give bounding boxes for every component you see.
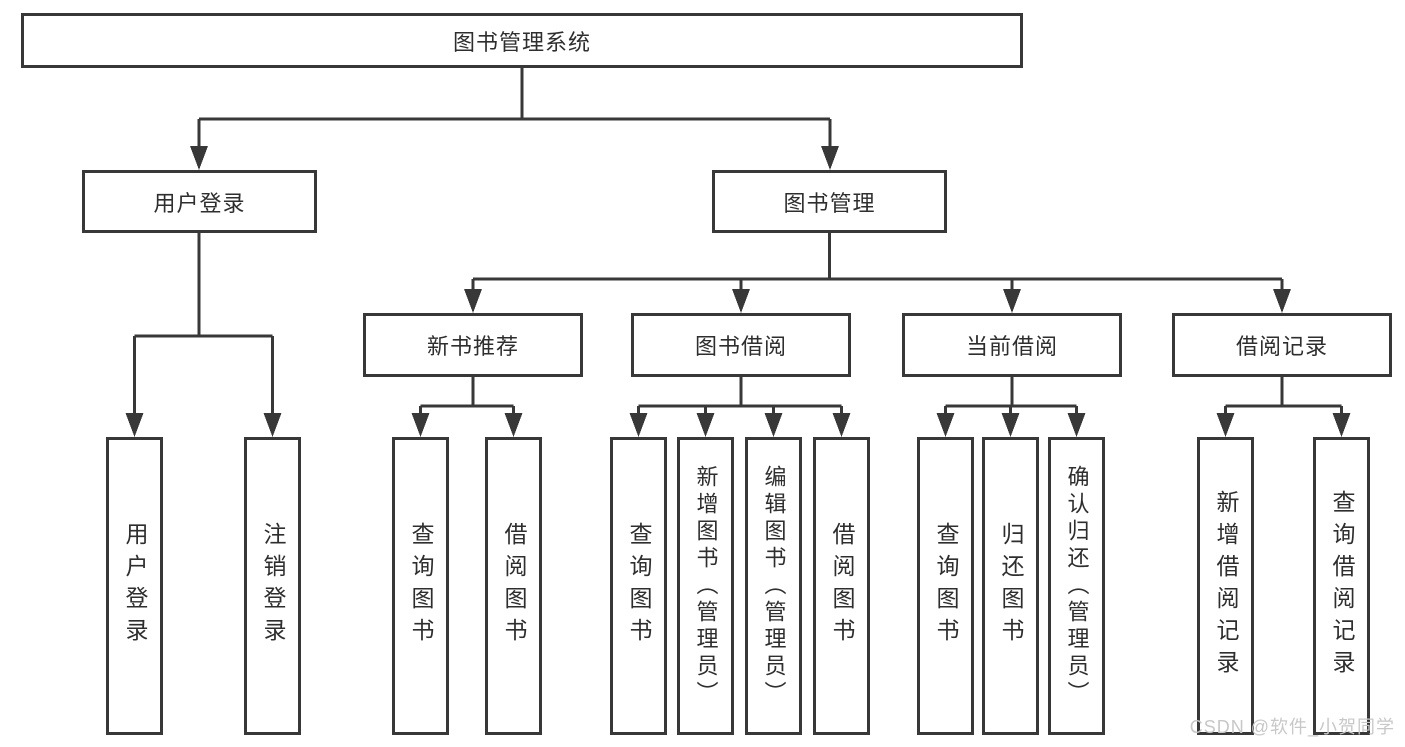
node-label: 图书借阅: [694, 334, 787, 359]
leaf-label: 查询图书: [626, 522, 652, 650]
node-label: 借阅记录: [1235, 334, 1328, 359]
arrow-down-icon: [1273, 289, 1291, 313]
arrow-down-icon: [1216, 413, 1235, 437]
leaf-add-books-admin: 新增图书（管理员）: [677, 437, 734, 735]
arrow-down-icon: [1332, 413, 1351, 437]
arrow-down-icon: [1067, 413, 1086, 437]
arrow-down-icon: [125, 413, 144, 437]
leaf-confirm-return-admin: 确认归还（管理员）: [1048, 437, 1105, 735]
node-new-book-recommend: 新书推荐: [363, 313, 583, 377]
leaf-query-borrow-record: 查询借阅记录: [1313, 437, 1370, 735]
node-label: 新书推荐: [426, 334, 519, 359]
node-current-borrow: 当前借阅: [902, 313, 1122, 377]
leaf-label: 新增图书（管理员）: [693, 464, 719, 708]
leaf-borrow-books: 借阅图书: [485, 437, 542, 735]
node-user-login: 用户登录: [82, 170, 317, 233]
leaf-query-books: 查询图书: [392, 437, 449, 735]
node-book-management: 图书管理: [712, 170, 947, 233]
arrow-down-icon: [764, 413, 783, 437]
leaf-label: 查询图书: [933, 522, 959, 650]
arrow-down-icon: [832, 413, 851, 437]
node-book-borrow: 图书借阅: [631, 313, 851, 377]
leaf-user-login: 用户登录: [106, 437, 163, 735]
leaf-label: 借阅图书: [501, 522, 527, 650]
arrow-down-icon: [629, 413, 648, 437]
arrow-down-icon: [936, 413, 955, 437]
leaf-borrow-books: 借阅图书: [813, 437, 870, 735]
leaf-label: 确认归还（管理员）: [1064, 464, 1090, 708]
leaf-label: 注销登录: [260, 522, 286, 650]
arrow-down-icon: [190, 146, 208, 170]
leaf-label: 新增借阅记录: [1213, 490, 1239, 682]
leaf-logout: 注销登录: [244, 437, 301, 735]
arrow-down-icon: [821, 146, 839, 170]
arrow-down-icon: [1001, 413, 1020, 437]
arrow-down-icon: [464, 289, 482, 313]
leaf-query-books: 查询图书: [917, 437, 974, 735]
node-label: 当前借阅: [965, 334, 1058, 359]
leaf-label: 归还图书: [998, 522, 1024, 650]
node-library-management-system: 图书管理系统: [21, 13, 1023, 68]
node-label: 图书管理系统: [452, 29, 591, 55]
node-label: 图书管理: [783, 190, 876, 216]
arrow-down-icon: [263, 413, 282, 437]
leaf-return-books: 归还图书: [982, 437, 1039, 735]
leaf-add-borrow-record: 新增借阅记录: [1197, 437, 1254, 735]
leaf-edit-books-admin: 编辑图书（管理员）: [745, 437, 802, 735]
leaf-label: 用户登录: [122, 522, 148, 650]
leaf-label: 编辑图书（管理员）: [761, 464, 787, 708]
leaf-label: 借阅图书: [829, 522, 855, 650]
node-label: 用户登录: [153, 190, 246, 216]
node-borrow-record: 借阅记录: [1172, 313, 1392, 377]
leaf-query-books: 查询图书: [610, 437, 667, 735]
arrow-down-icon: [504, 413, 523, 437]
watermark: CSDN @软件_小贺同学: [1189, 717, 1395, 737]
arrow-down-icon: [696, 413, 715, 437]
arrow-down-icon: [732, 289, 750, 313]
arrow-down-icon: [1003, 289, 1021, 313]
leaf-label: 查询图书: [408, 522, 434, 650]
arrow-down-icon: [411, 413, 430, 437]
leaf-label: 查询借阅记录: [1329, 490, 1355, 682]
